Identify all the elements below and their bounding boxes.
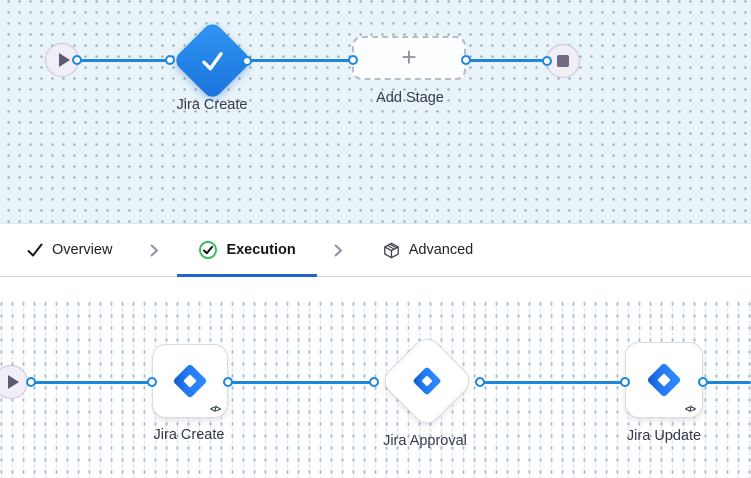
- connector-port[interactable]: [242, 56, 252, 66]
- tab-label: Execution: [226, 242, 296, 258]
- stage-pipeline-canvas[interactable]: Jira Create + Add Stage: [0, 0, 751, 223]
- chevron-right-icon: [334, 244, 343, 257]
- connector-line: [228, 380, 374, 384]
- connector-port[interactable]: [475, 377, 485, 387]
- step-label: Jira Create: [153, 427, 225, 443]
- add-stage-button[interactable]: +: [352, 36, 466, 80]
- stage-node-jira-create[interactable]: [172, 20, 253, 101]
- jira-logo-icon: [647, 363, 681, 397]
- tab-label: Overview: [52, 242, 113, 258]
- jira-logo-icon: [412, 366, 442, 396]
- step-label: Jira Approval: [383, 433, 467, 449]
- tab-overview[interactable]: Overview: [27, 242, 112, 258]
- connector-line: [703, 380, 751, 384]
- check-icon: [27, 243, 43, 257]
- plus-icon: +: [401, 41, 417, 72]
- connector-line: [31, 380, 152, 384]
- check-circle-icon: [199, 241, 218, 259]
- play-icon: [58, 53, 70, 67]
- connector-port[interactable]: [461, 55, 471, 65]
- stage-label: Jira Create: [176, 97, 248, 113]
- play-icon: [7, 375, 19, 389]
- jira-logo-icon: [173, 364, 207, 398]
- code-badge-icon: </>: [684, 404, 696, 414]
- connector-port[interactable]: [26, 377, 36, 387]
- connector-port[interactable]: [348, 55, 358, 65]
- step-node-jira-update[interactable]: </>: [625, 342, 703, 418]
- connector-port[interactable]: [72, 55, 82, 65]
- connector-port[interactable]: [542, 56, 552, 66]
- execution-start-node[interactable]: [0, 365, 28, 399]
- stage-config-tabbar: Overview Execution Advanced: [0, 223, 751, 277]
- connector-port[interactable]: [698, 377, 708, 387]
- tab-execution[interactable]: Execution: [199, 241, 296, 259]
- connector-port[interactable]: [147, 377, 157, 387]
- connector-line: [247, 58, 353, 62]
- execution-steps-canvas[interactable]: </> Jira Create Jira Approval </> Jira U…: [0, 277, 751, 478]
- add-stage-label: Add Stage: [376, 90, 444, 106]
- step-label: Jira Update: [626, 428, 702, 444]
- active-tab-underline: [177, 274, 317, 277]
- connector-port[interactable]: [620, 377, 630, 387]
- check-icon: [202, 51, 223, 70]
- step-node-jira-create[interactable]: </>: [152, 344, 228, 418]
- tab-advanced[interactable]: Advanced: [383, 242, 474, 259]
- connector-line: [77, 58, 170, 62]
- code-badge-icon: </>: [209, 404, 221, 414]
- approval-node-jira-approval[interactable]: [378, 332, 476, 430]
- connector-port[interactable]: [369, 377, 379, 387]
- cube-icon: [383, 242, 399, 258]
- connector-line: [466, 58, 547, 62]
- chevron-right-icon: [150, 244, 159, 257]
- connector-port[interactable]: [165, 55, 175, 65]
- tab-label: Advanced: [408, 242, 474, 258]
- stop-icon: [557, 55, 569, 67]
- connector-port[interactable]: [223, 377, 233, 387]
- connector-line: [480, 380, 625, 384]
